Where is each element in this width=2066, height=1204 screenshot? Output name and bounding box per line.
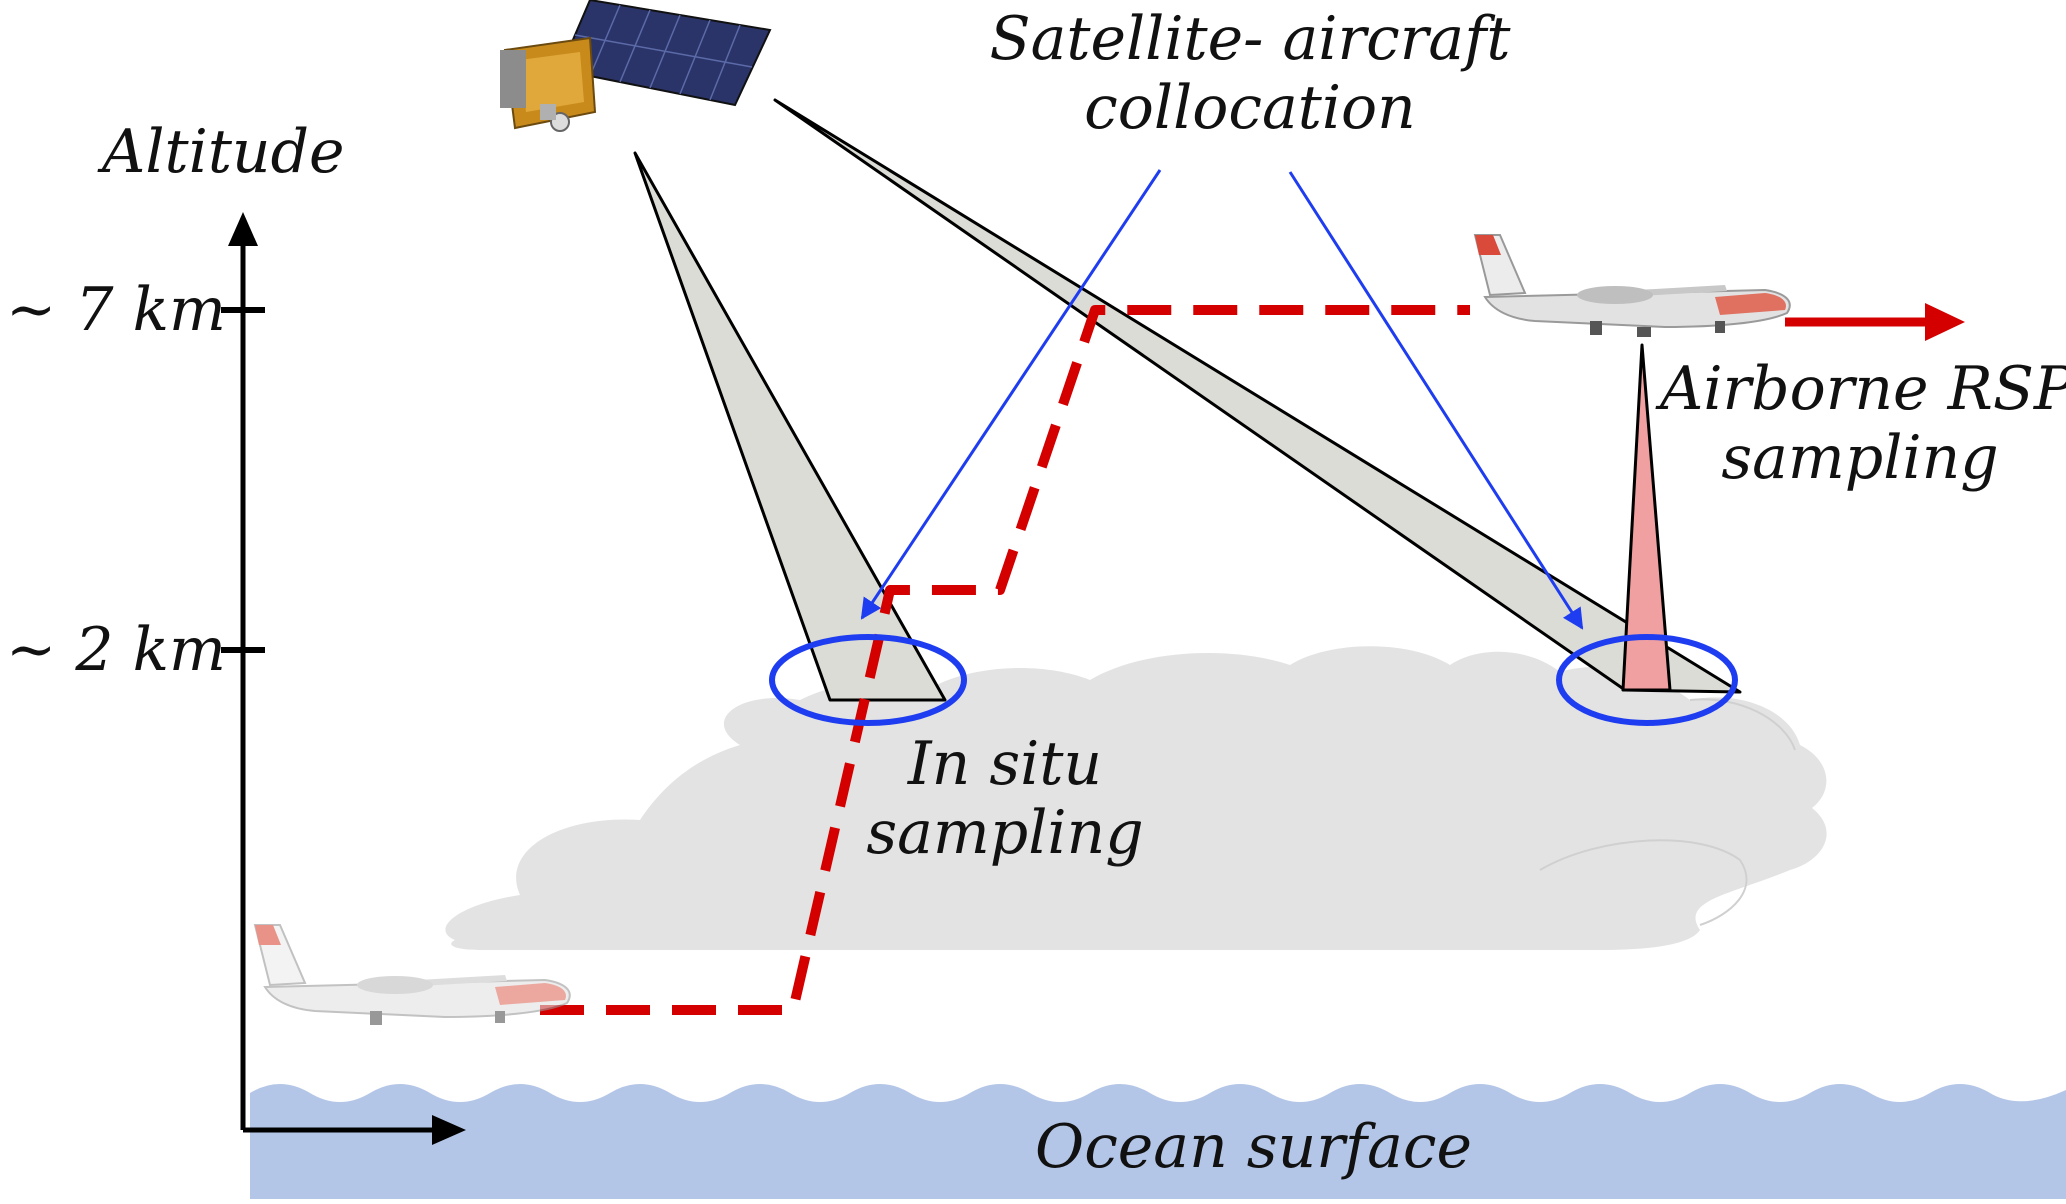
rsp-sampling-ellipse xyxy=(1556,634,1738,726)
aircraft-icon xyxy=(253,924,571,1025)
insitu-label: In situ sampling xyxy=(845,730,1165,868)
satellite-icon xyxy=(500,0,772,132)
collocation-arrow-left xyxy=(860,169,1162,620)
ocean-surface-label: Ocean surface xyxy=(1035,1112,1472,1182)
satellite-beam-right xyxy=(773,98,1742,694)
altitude-axis-label: Altitude xyxy=(102,117,345,187)
insitu-label-line1: In situ xyxy=(907,729,1103,799)
collocation-label: Satellite- aircraft collocation xyxy=(930,5,1570,143)
tick-label-7km: ~ 7 km xyxy=(6,275,226,345)
collocation-label-line2: collocation xyxy=(1084,73,1416,143)
airborne-rsp-label-line1: Airborne RSP xyxy=(1660,354,2066,424)
satellite-beam-left xyxy=(633,151,947,702)
altitude-axis xyxy=(221,212,466,1145)
ocean-surface xyxy=(250,1084,2066,1200)
airborne-rsp-label-line2: sampling xyxy=(1721,423,1999,493)
airborne-rsp-label: Airborne RSP sampling xyxy=(1660,354,2066,493)
tick-label-2km: ~ 2 km xyxy=(6,615,226,685)
collocation-label-line1: Satellite- aircraft xyxy=(989,4,1511,74)
rsp-beam xyxy=(1621,343,1672,692)
collocation-arrow-right xyxy=(1288,171,1584,630)
insitu-label-line2: sampling xyxy=(866,798,1144,868)
flight-path xyxy=(540,305,1470,1015)
cloud xyxy=(445,646,1827,950)
aircraft-icon xyxy=(1473,234,1791,337)
flight-direction-arrow xyxy=(1785,303,1965,341)
insitu-sampling-ellipse xyxy=(769,634,967,726)
